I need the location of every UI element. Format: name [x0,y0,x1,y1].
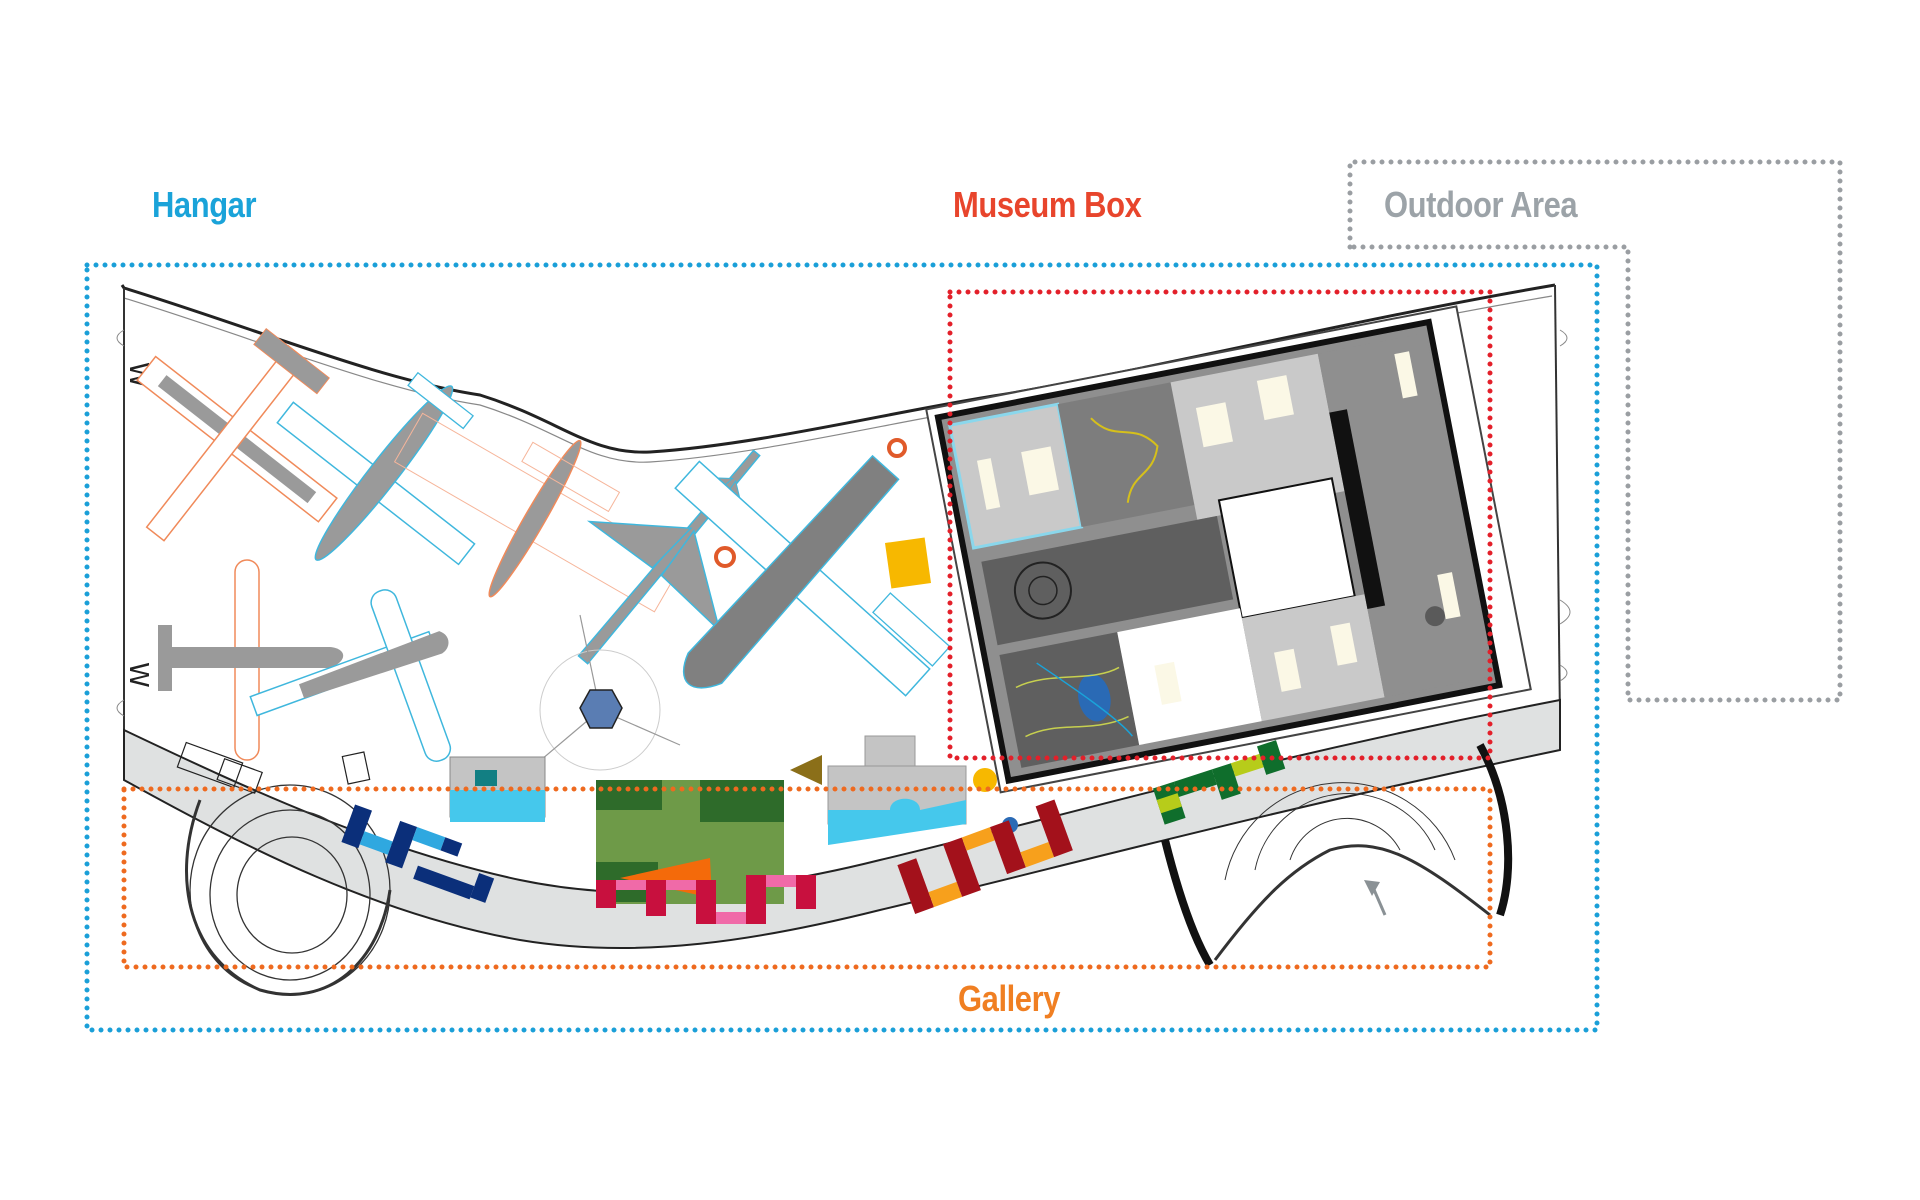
spiral-ramp-west [185,784,392,996]
gallery-zone-label: Gallery [958,978,1060,1019]
gallery-display-red [897,799,1073,915]
dark-hall [981,515,1234,646]
spiral-stair-core [1028,575,1058,606]
stair-core [1217,477,1356,620]
ramp-grille [176,741,371,794]
museum-box-interior [925,305,1532,794]
propeller-hub [714,546,736,568]
exhibit-green-dark [596,780,662,810]
exhibit-paths [1036,662,1133,737]
door-swing [1559,329,1571,682]
exhibit-green-dark [700,780,784,822]
display-panels [976,351,1461,705]
exhibit-grey-block [864,735,916,767]
spiral-stair [1013,561,1072,620]
room-s [1117,608,1262,746]
exhibit-object [475,770,497,786]
hangar-boundary [84,262,1600,1033]
aircraft-exhibit [674,454,951,697]
aircraft-exhibit [393,412,684,613]
outdoor-area-zone-label: Outdoor Area [1384,184,1578,225]
museum-box-zone-label: Museum Box [953,184,1142,225]
aircraft-exhibit [249,589,452,762]
spiral-ramp-east [1161,743,1513,968]
exhibit-box-water [450,790,545,822]
hangar-aircraft [136,327,951,771]
stair-marker-south: W [123,662,153,688]
east-wall-strip [1329,409,1386,609]
gallery-exhibits [341,735,1286,924]
room-ne [1170,353,1345,520]
gallery-display-crimson [596,875,816,924]
gallery-display-blue [341,804,495,903]
door-swing [116,329,125,717]
gallery-boundary [121,786,1493,970]
east-wall [1554,284,1561,721]
yellow-display-block [884,537,932,589]
yellow-exhibit-lines [1090,417,1159,503]
gallery-ramp [123,698,1561,996]
aircraft-exhibit [136,327,338,542]
room-grid [1057,382,1195,527]
aircraft-exhibit [158,559,344,761]
exhibit-bronze-object [790,755,822,785]
room-sw [999,632,1140,768]
room-nw [947,402,1084,550]
museum-box-boundary [947,289,1493,761]
exhibit-yellow-marker [973,768,997,792]
propeller-hub [887,438,907,458]
entrance-arrow-head [1364,880,1380,896]
column [1425,606,1446,627]
hangar-zone-label: Hangar [152,184,257,225]
exhibit-cyan-pool [828,798,966,845]
rotor-exhibit [534,614,681,771]
aircraft-exhibit [276,371,476,566]
zone-boundaries [84,159,1843,1033]
